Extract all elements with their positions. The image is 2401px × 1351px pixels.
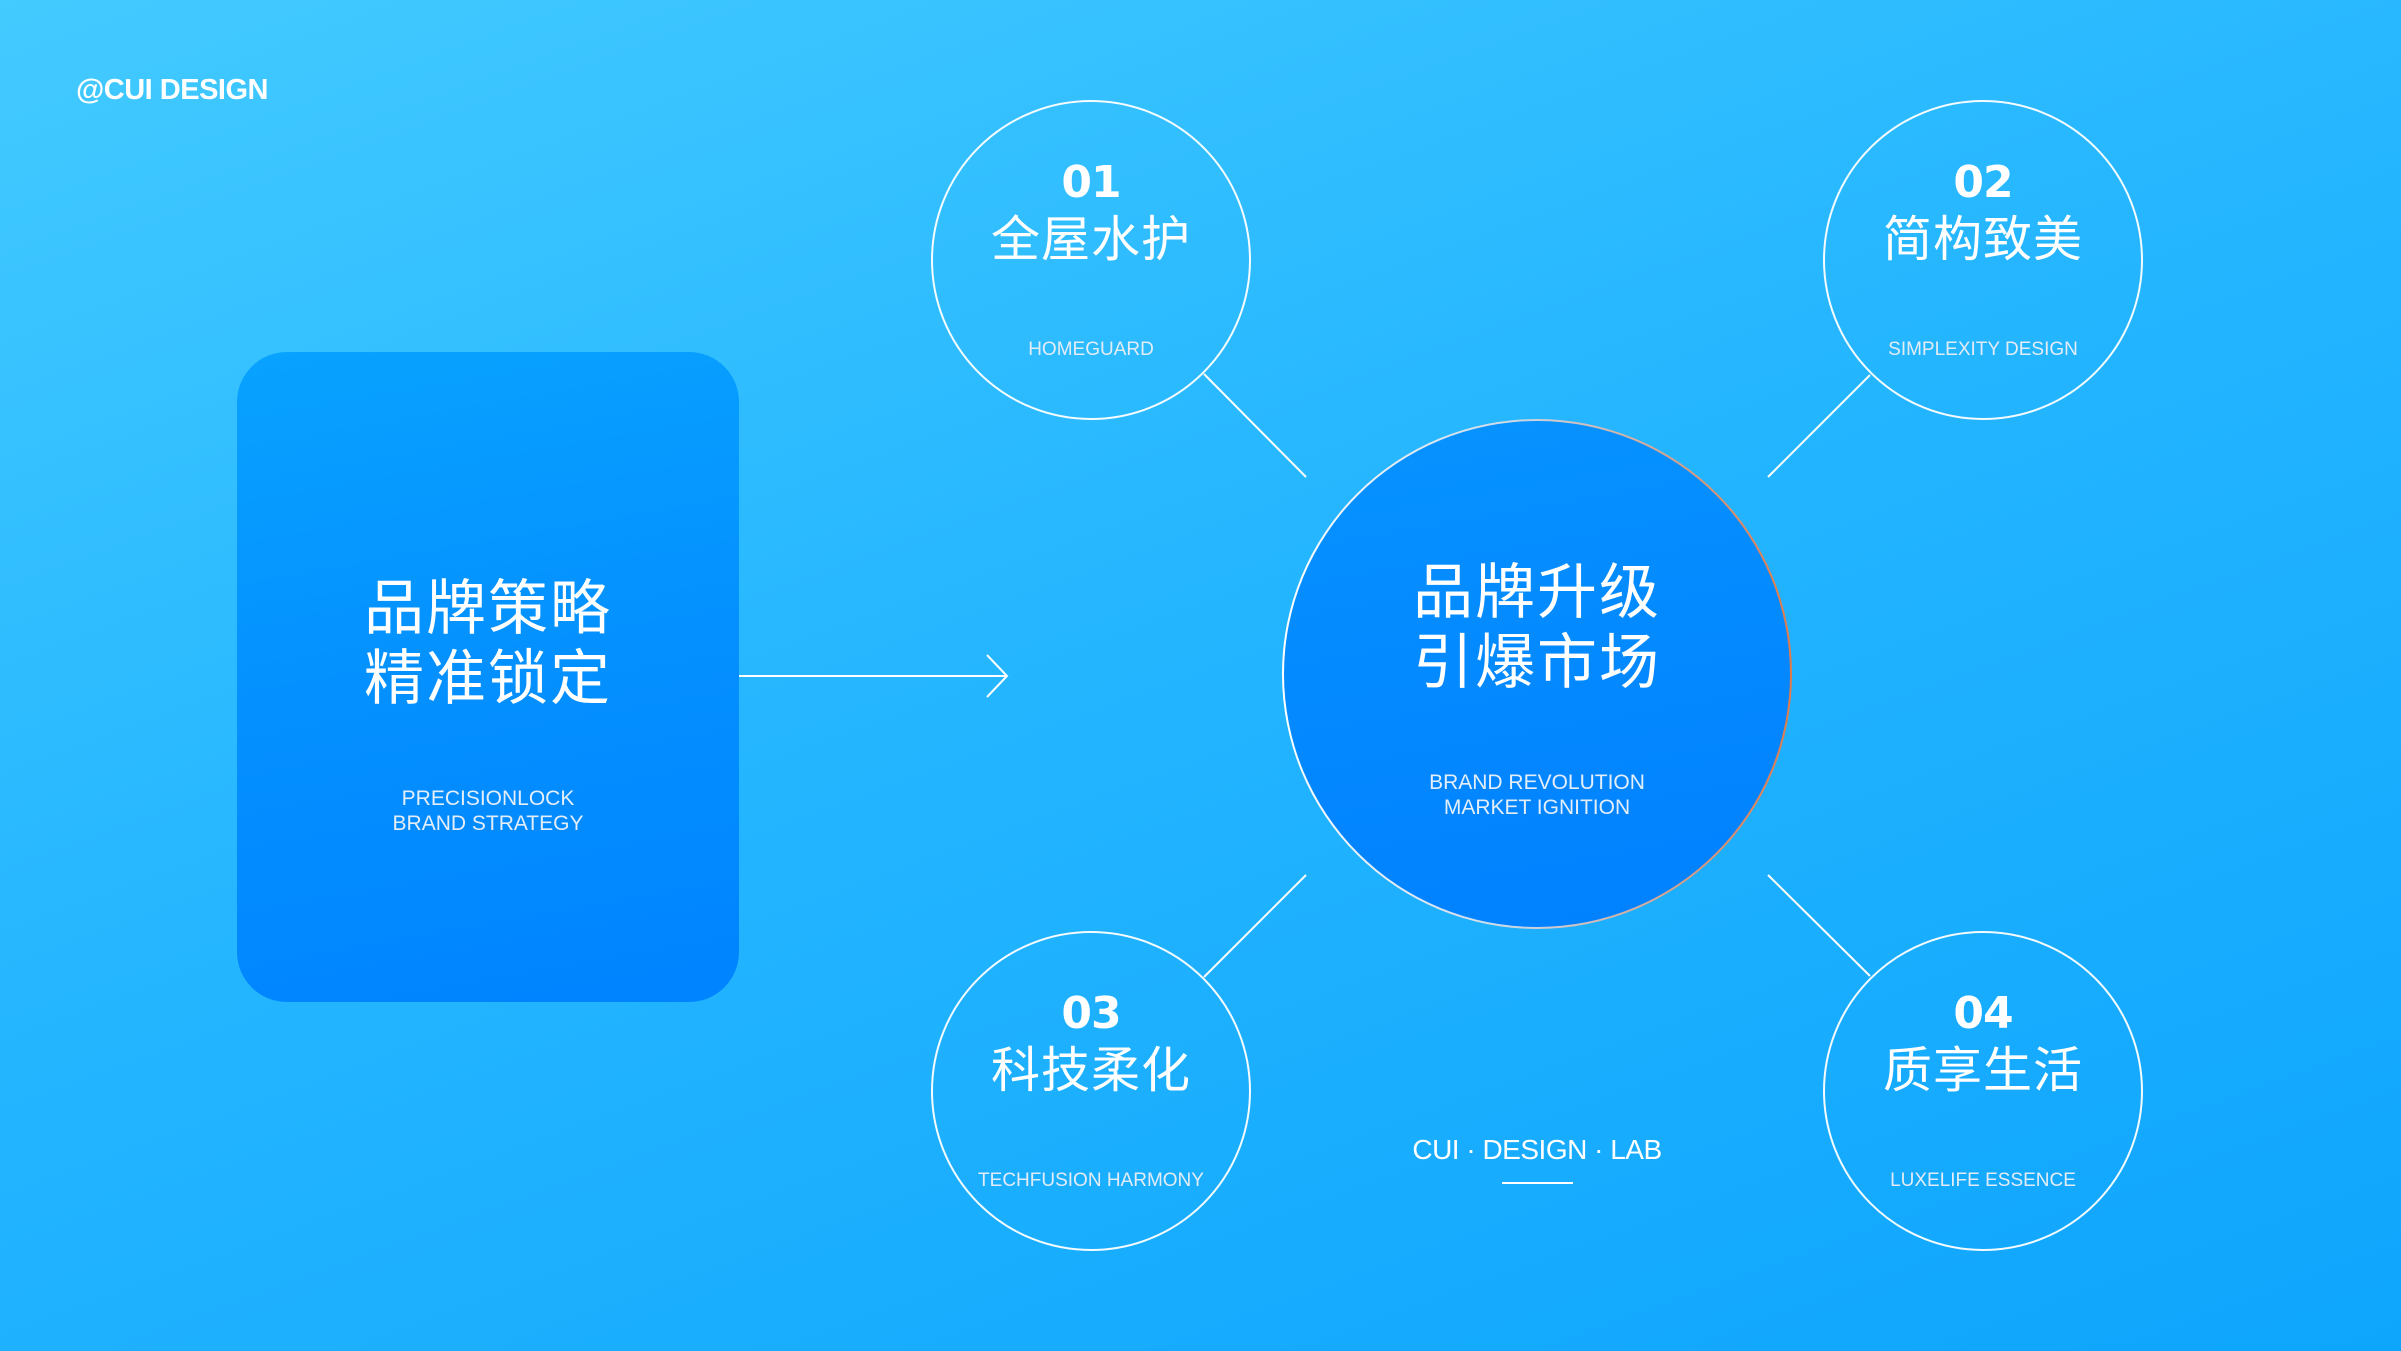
center-title: 品牌升级 引爆市场 [1284, 558, 1790, 698]
node-title: 简构致美 [1882, 211, 2083, 268]
node-01: 01 全屋水护 HOMEGUARD [931, 100, 1251, 420]
connector-line-04 [1767, 874, 1871, 977]
connector-line-01 [1203, 373, 1307, 478]
node-number: 04 [1953, 988, 2013, 1039]
connector-line-02 [1767, 374, 1871, 478]
strategy-card-title-line2: 精准锁定 [364, 644, 612, 714]
center-circle-core: 品牌升级 引爆市场 BRAND REVOLUTION MARKET IGNITI… [1284, 421, 1790, 927]
connector-line-03 [1203, 874, 1307, 978]
node-02: 02 简构致美 SIMPLEXITY DESIGN [1823, 100, 2143, 420]
node-03: 03 科技柔化 TECHFUSION HARMONY [931, 931, 1251, 1251]
strategy-card: 品牌策略 精准锁定 PRECISIONLOCK BRAND STRATEGY [237, 352, 739, 1002]
node-title: 质享生活 [1882, 1042, 2083, 1099]
strategy-card-subtitle-line2: BRAND STRATEGY [392, 812, 584, 835]
node-subtitle: HOMEGUARD [1028, 339, 1154, 360]
strategy-card-subtitle-line1: PRECISIONLOCK [401, 787, 575, 810]
arrow-right-icon [739, 654, 1009, 698]
center-subtitle-line2: MARKET IGNITION [1443, 796, 1631, 819]
node-subtitle: SIMPLEXITY DESIGN [1888, 339, 2078, 360]
center-subtitle-line1: BRAND REVOLUTION [1429, 771, 1645, 794]
node-subtitle: TECHFUSION HARMONY [978, 1170, 1204, 1191]
node-title: 科技柔化 [990, 1042, 1191, 1099]
node-number: 03 [1061, 988, 1121, 1039]
node-04: 04 质享生活 LUXELIFE ESSENCE [1823, 931, 2143, 1251]
center-circle: 品牌升级 引爆市场 BRAND REVOLUTION MARKET IGNITI… [1282, 419, 1792, 929]
node-subtitle: LUXELIFE ESSENCE [1890, 1170, 2076, 1191]
strategy-card-title: 品牌策略 精准锁定 [237, 574, 739, 714]
strategy-card-title-line1: 品牌策略 [364, 574, 612, 644]
lab-label: CUI · DESIGN · LAB [1412, 1134, 1662, 1165]
center-title-line2: 引爆市场 [1413, 628, 1661, 698]
strategy-card-subtitle: PRECISIONLOCK BRAND STRATEGY [237, 786, 739, 836]
center-subtitle: BRAND REVOLUTION MARKET IGNITION [1284, 770, 1790, 820]
node-number: 02 [1953, 157, 2013, 208]
node-number: 01 [1061, 157, 1121, 208]
lab-underline [1502, 1182, 1573, 1184]
brand-label: @CUI DESIGN [76, 74, 268, 106]
center-title-line1: 品牌升级 [1413, 558, 1661, 628]
node-title: 全屋水护 [990, 211, 1191, 268]
